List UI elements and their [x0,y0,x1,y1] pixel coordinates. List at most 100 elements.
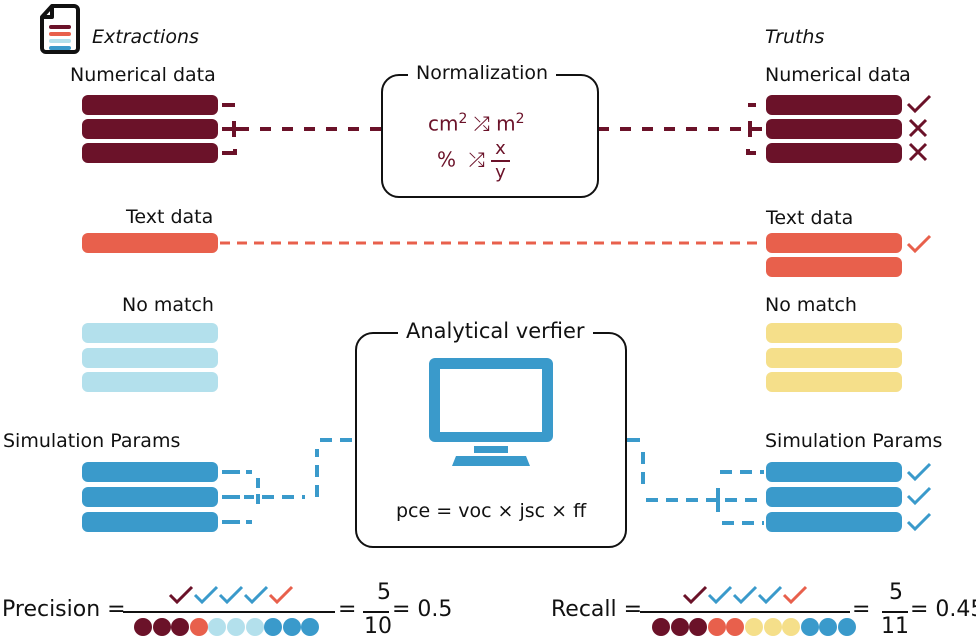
right-simulation-label: Simulation Params [765,430,943,452]
check-icon [906,512,932,532]
dot-no_match_extraction [245,618,264,636]
precision-label: Precision = [2,597,126,622]
left-numerical-bar [82,119,218,139]
check-icon [732,585,758,605]
left-simulation-bar [82,462,218,482]
right-nomatch-bar [766,323,902,343]
right-nomatch-bar [766,372,902,392]
dot-numerical [689,618,708,636]
dot-numerical [171,618,190,636]
dot-no_match_extraction [208,618,227,636]
left-numerical-label: Numerical data [70,64,216,86]
dot-numerical [152,618,171,636]
check-icon [782,585,808,605]
fraction-numerator: x [491,140,510,162]
cross-icon [908,142,928,162]
check-icon [906,94,932,114]
recall-fraction-bar [640,611,850,613]
numerical-marks [906,94,932,162]
dot-simulation [282,618,301,636]
verifier-formula: pce = voc × jsc × ff [396,500,587,522]
precision-result: = 0.5 [392,597,453,622]
check-icon [218,585,244,605]
check-icon [906,462,932,482]
left-text-label: Text data [126,206,214,228]
recall-result: = 0.45 [910,597,976,622]
right-numerical-bar [766,143,902,163]
verifier-title: Analytical verfier [398,319,593,343]
normalization-box [381,74,599,198]
dot-simulation [800,618,819,636]
dot-simulation [838,618,856,636]
check-icon [168,585,194,605]
right-numerical-bar [766,119,902,139]
check-icon [682,585,708,605]
left-simulation-label: Simulation Params [3,430,181,452]
left-nomatch-bar [82,323,218,343]
right-text-label: Text data [766,207,854,229]
check-icon [268,585,294,605]
check-icon [757,585,783,605]
recall-result-bar [882,611,908,613]
dot-no_match_truth [745,618,763,636]
truths-header: Truths [765,26,825,48]
unit-from: cm [428,111,459,136]
simulation-marks [906,462,932,532]
recall-numerator: 5 [889,580,903,605]
unit-to: m [496,111,516,136]
recall-label: Recall = [551,597,643,622]
dot-text [707,618,726,636]
left-nomatch-bar [82,372,218,392]
precision-fraction-bar [123,611,335,613]
normalization-row-area: cm2 ⤮ m2 [428,111,525,136]
fraction-denominator: y [495,162,506,183]
check-icon [707,585,733,605]
left-numerical-bar [82,95,218,115]
shuffle-icon: ⤮ [468,147,485,172]
precision-result-bar [363,611,389,613]
unit-to-exponent: 2 [515,111,525,127]
precision-numerator: 5 [377,580,391,605]
right-numerical-bar [766,95,902,115]
document-icon [40,4,80,54]
precision-equals: = [338,597,357,622]
dot-no_match_truth [763,618,782,636]
dot-simulation [819,618,838,636]
cross-icon [908,118,928,138]
dot-numerical [670,618,689,636]
dot-numerical [134,618,152,636]
check-icon [193,585,219,605]
monitor-icon [429,358,553,466]
left-nomatch-label: No match [122,294,214,316]
dot-numerical [652,618,670,636]
right-simulation-bar [766,462,902,482]
simulation-connector [222,438,764,525]
check-icon [243,585,269,605]
dot-simulation [264,618,283,636]
left-nomatch-bar [82,348,218,368]
unit-from: % [437,147,457,172]
recall-denominator: 11 [881,614,909,639]
left-numerical-bar [82,143,218,163]
right-text-bar [766,257,902,277]
right-simulation-bar [766,487,902,507]
right-numerical-label: Numerical data [765,64,911,86]
left-text-bar [82,233,218,253]
dot-no_match_truth [782,618,801,636]
normalization-title: Normalization [408,62,557,84]
right-text-bar [766,233,902,253]
dot-text [189,618,208,636]
dot-simulation [301,618,320,636]
left-simulation-bar [82,512,218,532]
left-simulation-bar [82,487,218,507]
dot-no_match_extraction [227,618,245,636]
dot-text [726,618,745,636]
shuffle-icon: ⤮ [473,111,490,136]
check-icon [906,234,932,254]
check-icon [906,486,932,506]
right-nomatch-label: No match [765,294,857,316]
